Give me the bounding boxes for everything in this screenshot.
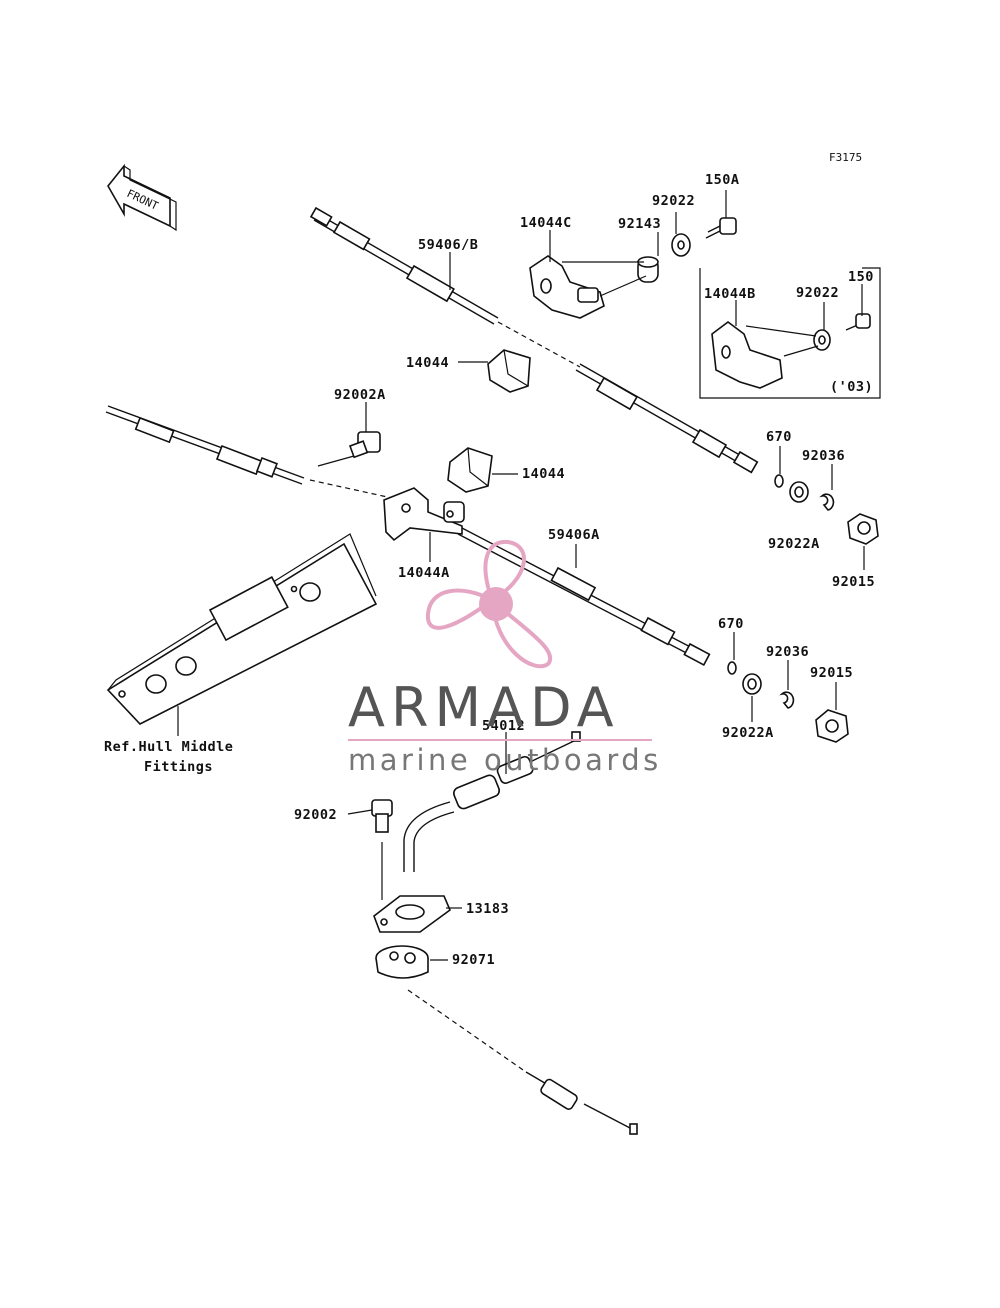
label-14044c: 14044C <box>520 215 572 231</box>
bolt-150a <box>705 217 737 239</box>
label-92022-top: 92022 <box>652 193 695 209</box>
cable-54012 <box>403 731 638 1135</box>
label-14044-upper: 14044 <box>406 355 449 371</box>
label-14044-mid: 14044 <box>522 466 565 482</box>
small-parts-b <box>727 661 849 743</box>
inset-box: ('03) <box>699 267 881 399</box>
watermark-title: ARMADA <box>348 676 620 739</box>
label-92002: 92002 <box>294 807 337 823</box>
label-92015-a: 92015 <box>832 574 875 590</box>
label-14044b: 14044B <box>704 286 756 302</box>
bolt-92002 <box>371 799 393 900</box>
washer-92022-top <box>671 233 691 257</box>
clamp-14044-mid <box>447 447 493 493</box>
cable-59406a <box>105 405 711 667</box>
label-92015-b: 92015 <box>810 665 853 681</box>
plate-13183 <box>373 895 451 933</box>
label-92022a-a: 92022A <box>768 536 820 552</box>
ref-label-line1: Ref.Hull Middle <box>104 739 233 755</box>
cable-59406b <box>309 206 759 474</box>
figure-code: F3175 <box>829 151 862 164</box>
watermark-subtitle: marine outboards <box>348 743 662 777</box>
front-arrow-icon: FRONT <box>107 163 177 232</box>
label-92022a-b: 92022A <box>722 725 774 741</box>
ref-label-line2: Fittings <box>144 759 213 775</box>
small-parts-a <box>774 474 879 545</box>
label-150a: 150A <box>705 172 740 188</box>
hull-middle-fitting <box>106 533 378 725</box>
label-92143: 92143 <box>618 216 661 232</box>
label-59406b: 59406/B <box>418 237 478 253</box>
bolt-92002a <box>348 431 381 459</box>
label-59406a: 59406A <box>548 527 600 543</box>
grommet-92071 <box>375 945 429 979</box>
label-92022-inset: 92022 <box>796 285 839 301</box>
collar-92143 <box>637 256 659 283</box>
label-92036-b: 92036 <box>766 644 809 660</box>
label-92036-a: 92036 <box>802 448 845 464</box>
label-13183: 13183 <box>466 901 509 917</box>
part-labels: 59406/B 14044C 92143 92022 150A 14044B 9… <box>104 172 875 968</box>
label-670-b: 670 <box>718 616 744 632</box>
bracket-14044c <box>529 255 605 319</box>
watermark: ARMADA marine outboards <box>348 539 662 777</box>
label-150: 150 <box>848 269 874 285</box>
inset-note: ('03) <box>830 379 873 395</box>
label-92002a: 92002A <box>334 387 386 403</box>
propeller-logo-icon <box>425 539 553 669</box>
label-92071: 92071 <box>452 952 495 968</box>
label-54012: 54012 <box>482 718 525 734</box>
clamp-14044-upper <box>487 349 531 393</box>
label-14044a: 14044A <box>398 565 450 581</box>
bracket-14044a <box>383 487 465 542</box>
label-670-a: 670 <box>766 429 792 445</box>
